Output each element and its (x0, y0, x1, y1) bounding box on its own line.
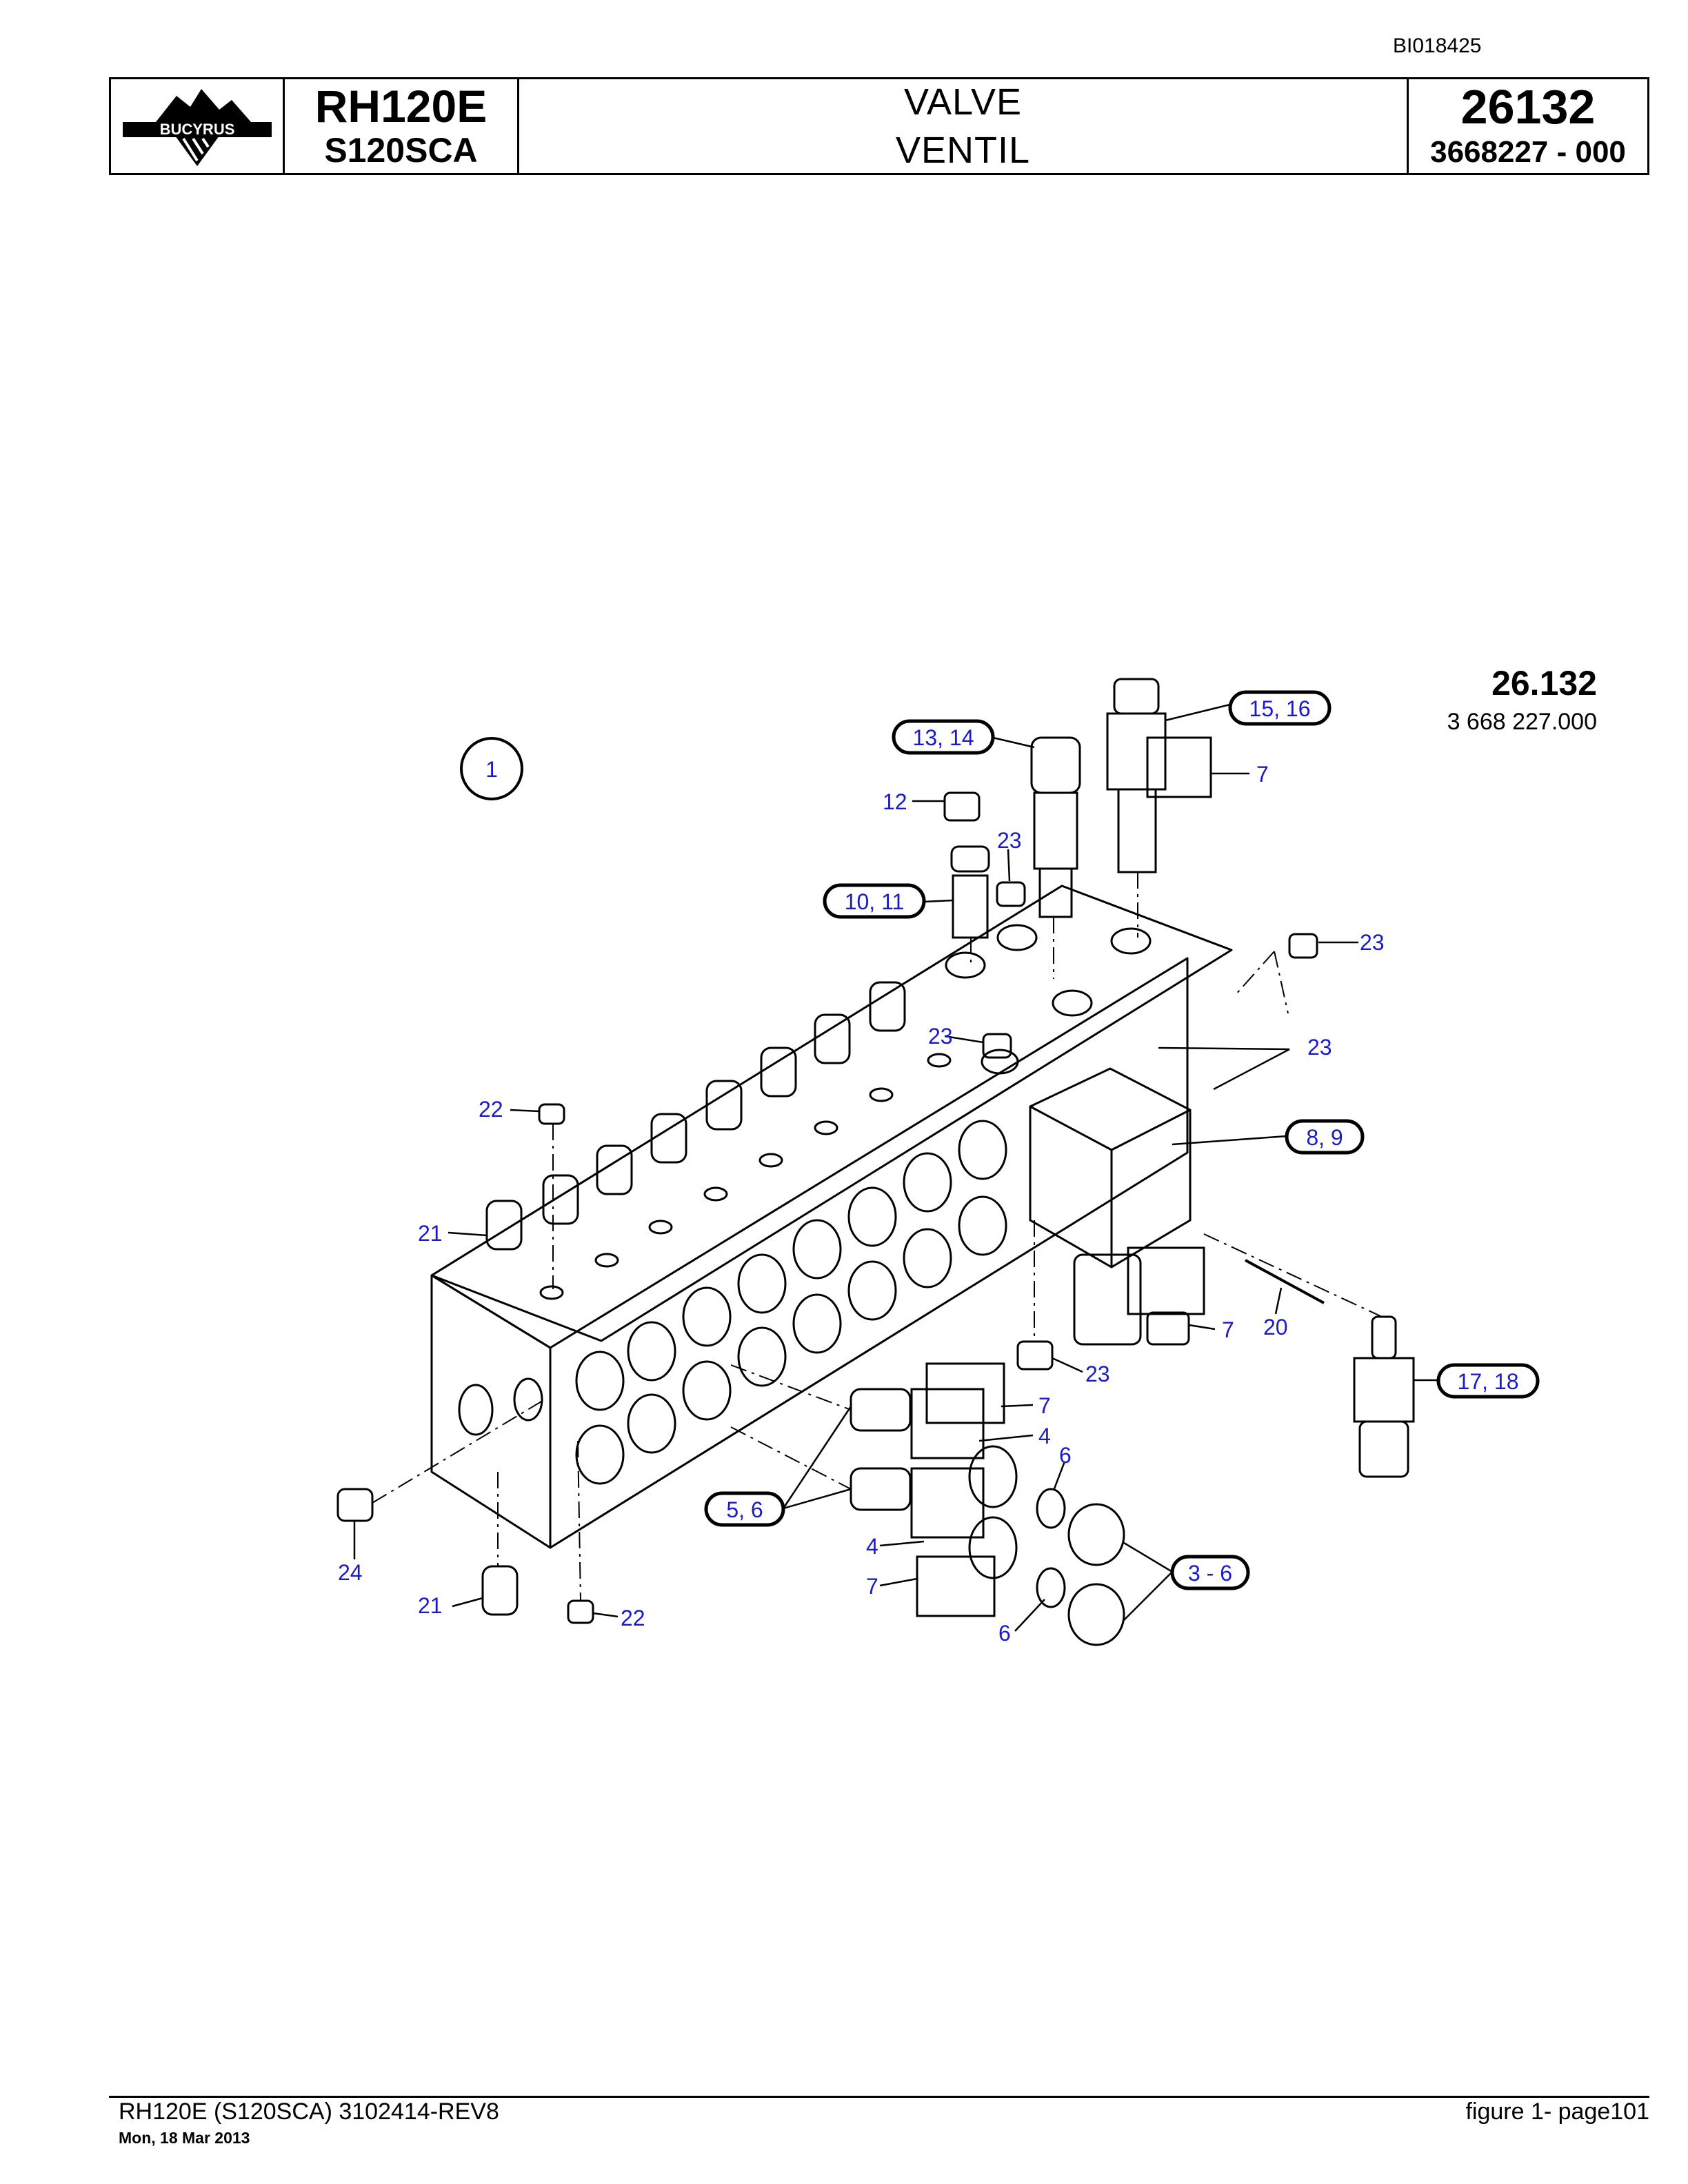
callout-10-11: 10, 11 (845, 889, 905, 914)
footer-document: RH120E (S120SCA) 3102414-REV8 (119, 2099, 499, 2125)
callout-23-block: 23 (1307, 1035, 1332, 1060)
callout-7-lower-b: 7 (866, 1574, 878, 1599)
callout-17-18-frame (1436, 1363, 1540, 1399)
callout-23-lower: 23 (1085, 1362, 1110, 1386)
figure-number: 26132 (1460, 80, 1596, 134)
document-id: BI018425 (1393, 34, 1482, 57)
title-english: VALVE (903, 81, 1023, 123)
callout-7-block: 7 (1222, 1317, 1234, 1342)
callout-4-a: 4 (1038, 1424, 1051, 1448)
logo-text: BUCYRUS (159, 121, 234, 138)
callout-1: 1 (485, 757, 498, 782)
callout-6-b: 6 (998, 1621, 1011, 1646)
callout-10-11-frame (823, 883, 926, 919)
callout-3-6-frame (1170, 1555, 1250, 1590)
model-variant: S120SCA (324, 131, 478, 170)
callout-12: 12 (883, 789, 907, 814)
plug-caps (481, 981, 906, 1616)
callout-7-top: 7 (1256, 762, 1269, 787)
callout-13-14: 13, 14 (913, 725, 974, 750)
model-cell: RH120E S120SCA (285, 79, 519, 173)
callout-13-14-frame (892, 719, 995, 755)
manifold-block (430, 884, 1233, 1549)
callout-21-top: 21 (418, 1221, 443, 1246)
callout-23-mid: 23 (928, 1024, 953, 1049)
footer-date: Mon, 18 Mar 2013 (119, 2129, 250, 2147)
leader-lines (353, 703, 1438, 1632)
callout-7-lower-a: 7 (1038, 1393, 1051, 1418)
callout-23-top: 23 (997, 828, 1022, 853)
bucyrus-logo: BUCYRUS (122, 89, 272, 166)
callout-5-6-frame (704, 1491, 785, 1527)
callout-15-16-frame (1228, 690, 1332, 726)
callout-6-a: 6 (1059, 1443, 1072, 1468)
figure-label: 26.132 (1491, 664, 1597, 702)
callout-8-9-frame (1285, 1119, 1365, 1155)
callout-15-16: 15, 16 (1249, 696, 1311, 721)
solenoid-block (1016, 1067, 1325, 1371)
cartridge-valves (943, 678, 1415, 1478)
lower-solenoid-valves (336, 1103, 1125, 1646)
assembly-axes (372, 872, 1383, 1601)
model-name: RH120E (314, 81, 488, 132)
figure-part-number: 3 668 227.000 (1447, 709, 1597, 735)
item-1-circle (460, 737, 523, 800)
callout-5-6: 5, 6 (726, 1497, 763, 1522)
logo-cell: BUCYRUS (111, 79, 285, 173)
part-number: 3668227 - 000 (1430, 135, 1626, 169)
callout-22-top: 22 (479, 1097, 503, 1122)
number-cell: 26132 3668227 - 000 (1409, 79, 1647, 173)
callout-24: 24 (338, 1560, 363, 1585)
title-block: BUCYRUS RH120E S120SCA VALVE VENTIL 2613… (109, 77, 1649, 175)
footer-divider (109, 2096, 1649, 2098)
callout-21-bottom: 21 (418, 1593, 443, 1618)
callout-8-9: 8, 9 (1306, 1125, 1343, 1150)
callout-4-b: 4 (866, 1534, 878, 1559)
callout-22-bottom: 22 (621, 1606, 645, 1630)
callout-23-right: 23 (1360, 930, 1385, 955)
title-german: VENTIL (895, 130, 1031, 171)
title-cell: VALVE VENTIL (519, 79, 1409, 173)
callout-3-6: 3 - 6 (1188, 1561, 1232, 1586)
callout-20: 20 (1263, 1315, 1288, 1339)
callout-17-18: 17, 18 (1458, 1369, 1519, 1394)
footer-page: figure 1- page101 (1465, 2099, 1649, 2125)
